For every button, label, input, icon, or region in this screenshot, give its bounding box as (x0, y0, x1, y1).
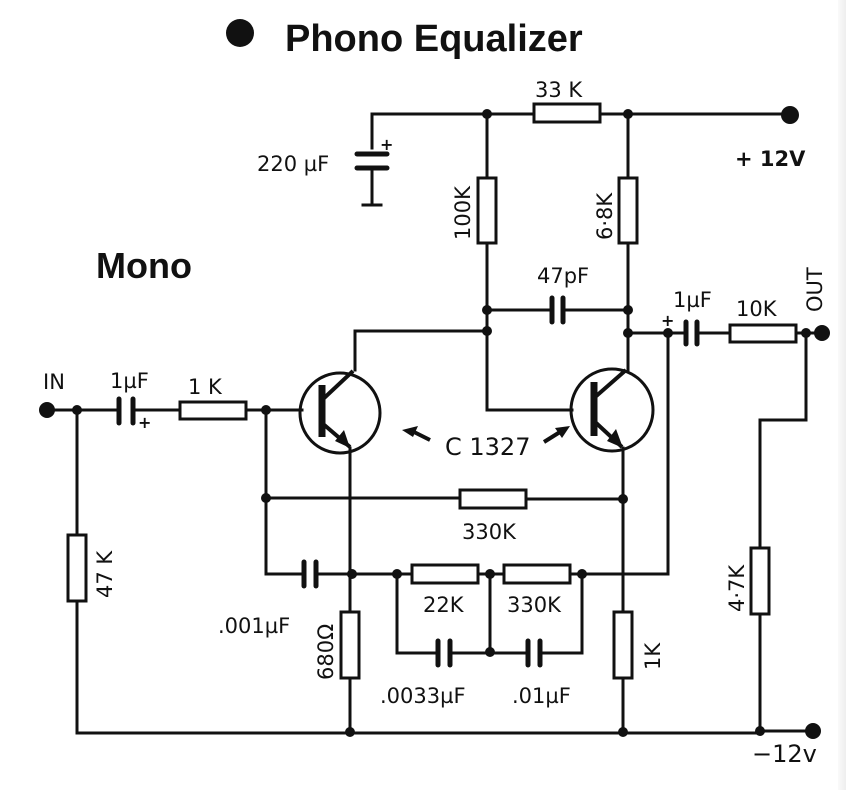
resistor-100k (476, 176, 498, 245)
svg-text:+: + (138, 413, 151, 432)
capacitor-output-1uf (666, 319, 732, 347)
resistor-330k-feedback (458, 488, 528, 510)
subtitle-mono: Mono (96, 245, 192, 286)
output-label: OUT (803, 267, 827, 312)
capacitor-220uf-label: 220 µF (257, 152, 329, 176)
transistor-type-label: C 1327 (402, 426, 570, 461)
capacitor-0033uf (435, 638, 453, 668)
capacitor-0033uf-label: .0033µF (380, 684, 466, 708)
resistor-680-ohm (339, 610, 361, 680)
capacitor-01uf-label: .01µF (512, 684, 571, 708)
negative-supply-terminal[interactable] (805, 723, 821, 739)
transistor-q1 (298, 356, 382, 455)
resistor-330k-eq-label: 330K (507, 593, 562, 617)
positive-rail (370, 109, 792, 150)
capacitor-001uf (301, 559, 319, 589)
resistor-22k-label: 22K (423, 593, 465, 617)
resistor-6-8k-label: 6·8K (593, 192, 617, 240)
resistor-1k-input (178, 400, 248, 421)
capacitor-47pf (482, 295, 633, 325)
svg-text:+: + (380, 135, 393, 154)
resistor-100k-label: 100K (451, 185, 475, 240)
resistor-680-ohm-label: 680Ω (314, 624, 338, 680)
resistor-330k-eq (502, 563, 572, 585)
positive-supply-terminal[interactable] (781, 106, 799, 124)
input-label: IN (43, 370, 65, 394)
resistor-10k-label: 10K (736, 297, 778, 321)
capacitor-output-1uf-label: 1µF (673, 288, 712, 312)
title-bullet-icon (226, 19, 254, 47)
resistor-1k-emitter (612, 610, 634, 680)
resistor-33k-label: 33 K (535, 78, 583, 102)
resistor-10k (728, 323, 798, 344)
capacitor-001uf-label: .001µF (218, 614, 290, 638)
resistor-330k-feedback-label: 330K (462, 520, 517, 544)
svg-text:C 1327: C 1327 (445, 433, 530, 461)
resistor-1k-emitter-label: 1K (641, 642, 665, 670)
capacitor-01uf (525, 638, 543, 668)
svg-text:+: + (661, 311, 674, 330)
page-title: Phono Equalizer (285, 18, 583, 60)
positive-supply-label: + 12V (735, 147, 806, 171)
capacitor-47pf-label: 47pF (537, 264, 589, 288)
capacitor-input-1uf-label: 1µF (110, 369, 149, 393)
resistor-47k-label: 47 K (93, 550, 117, 598)
resistor-33k (532, 102, 602, 124)
output-terminal[interactable] (814, 325, 830, 341)
transistor-q2 (569, 367, 655, 453)
resistor-6-8k (617, 176, 639, 245)
resistor-1k-input-label: 1 K (188, 375, 223, 399)
resistor-4-7k-label: 4·7K (725, 564, 749, 612)
resistor-22k (410, 563, 480, 585)
negative-supply-label: −12v (752, 740, 817, 768)
page-edge (838, 0, 846, 790)
resistor-4-7k (749, 546, 771, 616)
capacitor-input-1uf: + (116, 396, 151, 432)
capacitor-220uf: + (354, 135, 393, 207)
resistor-47k (66, 533, 88, 603)
